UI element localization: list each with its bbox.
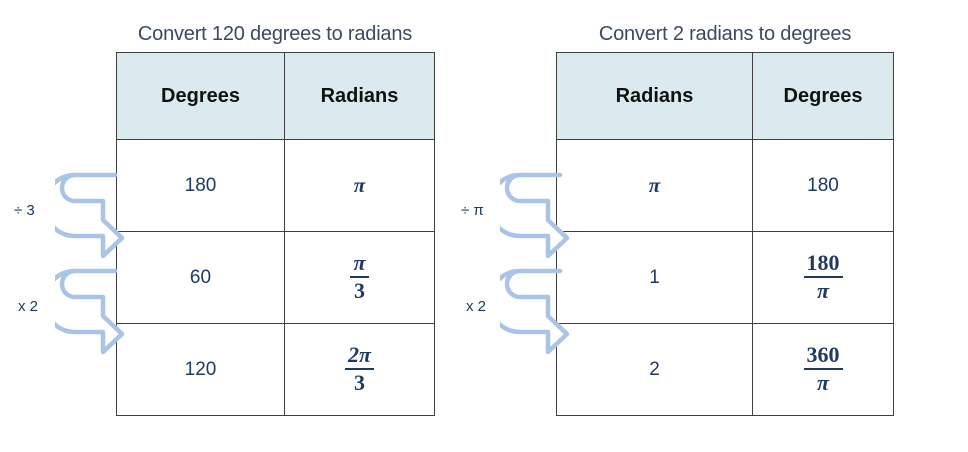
fraction: π 3 xyxy=(350,250,369,304)
fraction-denominator: 3 xyxy=(353,278,365,304)
cell-radians-3: 2π 3 xyxy=(284,323,435,416)
operation-label-divide-3: ÷ 3 xyxy=(14,202,35,219)
cell-degrees-1: 180 xyxy=(116,139,285,232)
operation-label-times-2: x 2 xyxy=(466,298,487,315)
uturn-arrow-icon xyxy=(55,172,125,259)
fraction-numerator: π xyxy=(350,250,369,279)
cell-value-pi: π xyxy=(648,172,661,197)
column-header-degrees: Degrees xyxy=(752,52,894,140)
cell-value: 180 xyxy=(807,174,839,196)
cell-radians-1: π xyxy=(284,139,435,232)
fraction: 180 π xyxy=(803,250,843,304)
cell-value: 60 xyxy=(189,266,212,288)
table-row: 1 180 π xyxy=(556,231,894,324)
table-header-row: Radians Degrees xyxy=(556,52,894,140)
table-header-row: Degrees Radians xyxy=(116,52,435,140)
fraction-denominator: π xyxy=(816,278,829,304)
fraction-numerator: 2π xyxy=(344,342,374,371)
table-row: 120 2π 3 xyxy=(116,323,435,416)
cell-value: 180 xyxy=(184,174,217,196)
conversion-table-left: Degrees Radians 180 π 60 π xyxy=(116,52,435,416)
cell-radians-2: 1 xyxy=(556,231,753,324)
table-row: 2 360 π xyxy=(556,323,894,416)
conversion-panel-degrees-to-radians: Convert 120 degrees to radians Degrees R… xyxy=(14,23,435,416)
fraction-denominator: 3 xyxy=(353,370,365,396)
operation-label-times-2: x 2 xyxy=(18,298,39,315)
column-header-radians: Radians xyxy=(556,52,753,140)
fraction-numerator: 180 xyxy=(803,250,843,279)
operation-label-divide-pi: ÷ π xyxy=(461,202,484,219)
column-header-degrees: Degrees xyxy=(116,52,285,140)
uturn-arrow-icon xyxy=(500,268,570,355)
cell-radians-3: 2 xyxy=(556,323,753,416)
fraction: 2π 3 xyxy=(344,342,374,396)
page-title-right: Convert 2 radians to degrees xyxy=(598,23,852,45)
cell-degrees-3: 120 xyxy=(116,323,285,416)
uturn-arrow-icon xyxy=(55,268,125,355)
cell-radians-1: π xyxy=(556,139,753,232)
fraction-denominator: π xyxy=(816,370,829,396)
cell-degrees-1: 180 xyxy=(752,139,894,232)
uturn-arrow-icon xyxy=(500,172,570,259)
table-row: π 180 xyxy=(556,139,894,232)
cell-degrees-3: 360 π xyxy=(752,323,894,416)
cell-value: 1 xyxy=(649,266,660,288)
page-title-left: Convert 120 degrees to radians xyxy=(137,23,413,45)
table-row: 60 π 3 xyxy=(116,231,435,324)
fraction-numerator: 360 xyxy=(803,342,843,371)
cell-value: 2 xyxy=(649,358,660,380)
cell-value: 120 xyxy=(184,358,217,380)
fraction: 360 π xyxy=(803,342,843,396)
cell-value-pi: π xyxy=(353,172,366,197)
cell-degrees-2: 60 xyxy=(116,231,285,324)
cell-degrees-2: 180 π xyxy=(752,231,894,324)
cell-radians-2: π 3 xyxy=(284,231,435,324)
conversion-table-right: Radians Degrees π 180 1 180 xyxy=(556,52,894,416)
table-row: 180 π xyxy=(116,139,435,232)
